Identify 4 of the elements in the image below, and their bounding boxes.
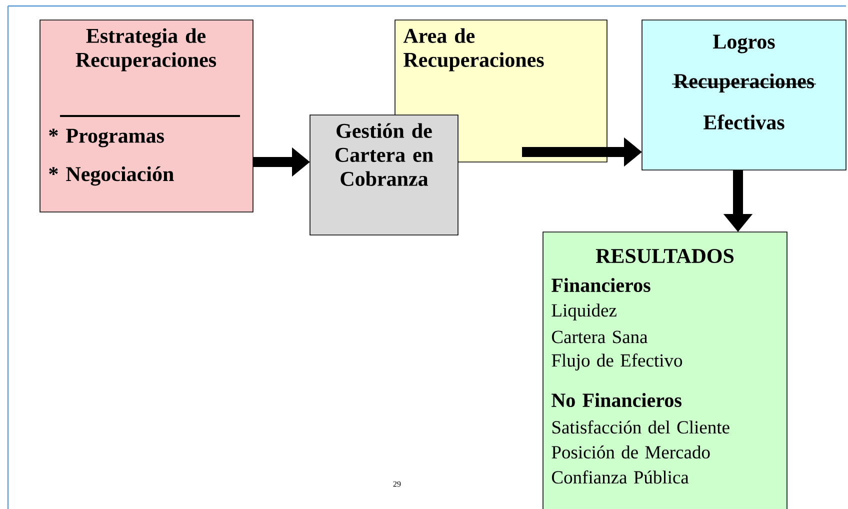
page-number: 29 xyxy=(393,481,401,487)
process-box: Gestión de Cartera en Cobranza xyxy=(310,114,458,236)
process-box: Estrategia de Recuperaciones * Programas * Negociación xyxy=(40,20,254,212)
process-box: RESULTADOS Financieros Liquidez Cartera Sana Flujo de Efectivo No Financieros Satisfacción del Cliente Posición de Mercado Confianza Pública xyxy=(542,232,788,509)
